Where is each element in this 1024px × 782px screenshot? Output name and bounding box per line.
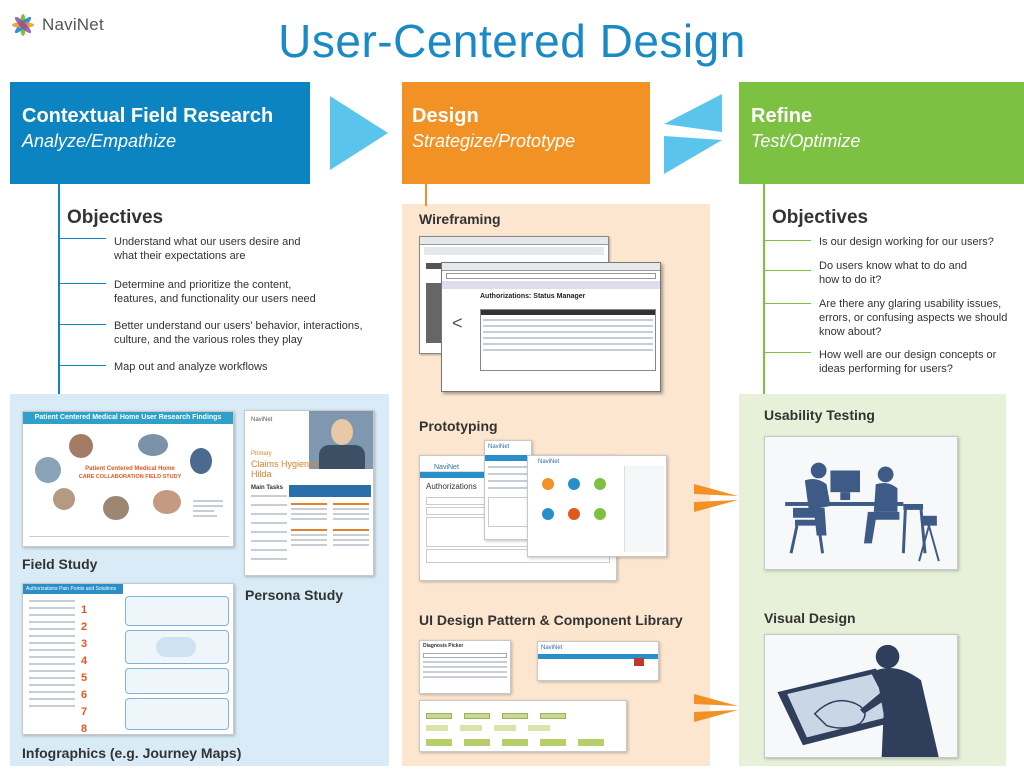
persona-col-2 (291, 503, 327, 546)
field-study-subheadline: CARE COLLABORATION FIELD STUDY (78, 474, 182, 480)
refine-branch-2 (765, 270, 811, 271)
refine-objective-2: Do users know what to do and how to do i… (819, 260, 967, 286)
photo-2 (138, 434, 168, 456)
field-study-footnote (29, 536, 229, 537)
research-objective-1: Understand what our users desire and wha… (114, 236, 301, 262)
persona-photo (309, 411, 373, 469)
persona-study-thumbnail[interactable]: NaviNet Primary Claims Hygienist Hilda M… (244, 410, 374, 576)
refine-objective-4: How well are our design concepts or idea… (819, 349, 997, 375)
design-connector (425, 184, 427, 206)
research-connector (58, 184, 60, 394)
photo-4 (190, 448, 212, 474)
photo-6 (103, 496, 129, 520)
research-branch-1 (60, 238, 106, 239)
stage-design-subtitle: Strategize/Prototype (412, 131, 576, 151)
prototype-dropdown: NaviNet (484, 440, 532, 540)
library-label: UI Design Pattern & Component Library (419, 612, 683, 628)
page-title: User-Centered Design (278, 15, 746, 67)
infographic-box-1 (125, 596, 229, 626)
persona-role-prefix: Primary (251, 451, 272, 457)
refine-branch-3 (765, 303, 811, 304)
library-header-component: NaviNet (537, 641, 659, 681)
visual-design-label: Visual Design (764, 610, 856, 626)
refine-branch-1 (765, 240, 811, 241)
photo-7 (153, 490, 181, 514)
wireframing-label: Wireframing (419, 211, 501, 227)
field-study-thumbnail[interactable]: Patient Centered Medical Home User Resea… (22, 411, 234, 547)
infographic-box-2 (125, 630, 229, 664)
research-objective-4: Map out and analyze workflows (114, 361, 268, 373)
navinet-logo-icon (12, 14, 34, 36)
persona-name: Hilda (251, 469, 272, 479)
refine-connector (763, 184, 765, 394)
stage-refine: Refine Test/Optimize (739, 82, 1024, 184)
library-diagnosis-picker[interactable]: Diagnosis Picker (419, 640, 511, 694)
wireframe-table (480, 309, 656, 371)
refine-objective-3: Are there any glaring usability issues, … (819, 298, 1008, 338)
logo-text: NaviNet (42, 15, 104, 34)
infographic-pain-list (29, 600, 75, 707)
usability-label: Usability Testing (764, 407, 875, 423)
persona-study-label: Persona Study (245, 587, 344, 603)
persona-quote-bar (289, 485, 371, 497)
photo-3 (35, 457, 61, 483)
persona-role: Claims Hygienist (251, 459, 319, 469)
wireframe-header (442, 281, 660, 289)
infographics-label: Infographics (e.g. Journey Maps) (22, 745, 242, 761)
prototype-screen-2: NaviNet (527, 455, 667, 557)
iterate-arrows-icon (664, 94, 722, 174)
infographic-thumbnail[interactable]: Authorizations Pain Points and Solutions… (22, 583, 234, 735)
field-study-thumb-title: Patient Centered Medical Home User Resea… (23, 412, 233, 424)
stage-research: Contextual Field Research Analyze/Empath… (10, 82, 310, 184)
refine-objectives-title: Objectives (772, 207, 869, 228)
stage-design-title: Design (412, 105, 479, 127)
persona-logo: NaviNet (251, 417, 273, 423)
wireframe-titlebar (442, 263, 660, 271)
research-objectives-title: Objectives (67, 207, 164, 228)
stage-design: Design Strategize/Prototype (402, 82, 650, 184)
refine-objective-1: Is our design working for our users? (819, 236, 994, 248)
stage-research-subtitle: Analyze/Empathize (22, 131, 177, 151)
photo-1 (69, 434, 93, 458)
usability-testing-illustration[interactable] (764, 436, 958, 570)
stage-refine-title: Refine (751, 105, 813, 127)
infographic-box-4 (125, 698, 229, 730)
research-branch-2 (60, 283, 106, 284)
persona-task-list (251, 495, 287, 560)
wireframe-front[interactable]: Authorizations: Status Manager < (441, 262, 661, 392)
prototyping-label: Prototyping (419, 418, 498, 434)
wireframe-left-chevron-icon: < (452, 313, 463, 333)
research-objective-2: Determine and prioritize the content, fe… (114, 279, 316, 305)
wireframe-addressbar (446, 273, 656, 279)
arrow-to-usability-icon (694, 484, 738, 512)
wireframe-title: Authorizations: Status Manager (480, 293, 586, 300)
refine-branch-4 (765, 352, 811, 353)
prototype-title: Authorizations (426, 482, 477, 491)
research-branch-3 (60, 324, 106, 325)
stage-research-title: Contextual Field Research (22, 105, 274, 127)
research-objective-3: Better understand our users' behavior, i… (114, 320, 363, 346)
field-study-text (193, 500, 223, 517)
photo-5 (53, 488, 75, 510)
arrow-right-icon (330, 96, 388, 170)
visual-design-illustration[interactable] (764, 634, 958, 758)
arrow-to-visual-icon (694, 694, 738, 722)
stage-refine-subtitle: Test/Optimize (751, 131, 861, 151)
persona-col-3 (333, 503, 369, 546)
research-branch-4 (60, 365, 106, 366)
field-study-label: Field Study (22, 556, 98, 572)
library-panel-title: Diagnosis Picker (423, 643, 464, 649)
field-study-headline: Patient Centered Medical Home (85, 466, 175, 472)
navinet-logo[interactable]: NaviNet (10, 10, 130, 40)
infographic-box-3 (125, 668, 229, 694)
library-buttons-component (419, 700, 627, 752)
persona-tasks-label: Main Tasks (251, 485, 283, 491)
infographic-thumb-title: Authorizations Pain Points and Solutions (23, 584, 123, 594)
